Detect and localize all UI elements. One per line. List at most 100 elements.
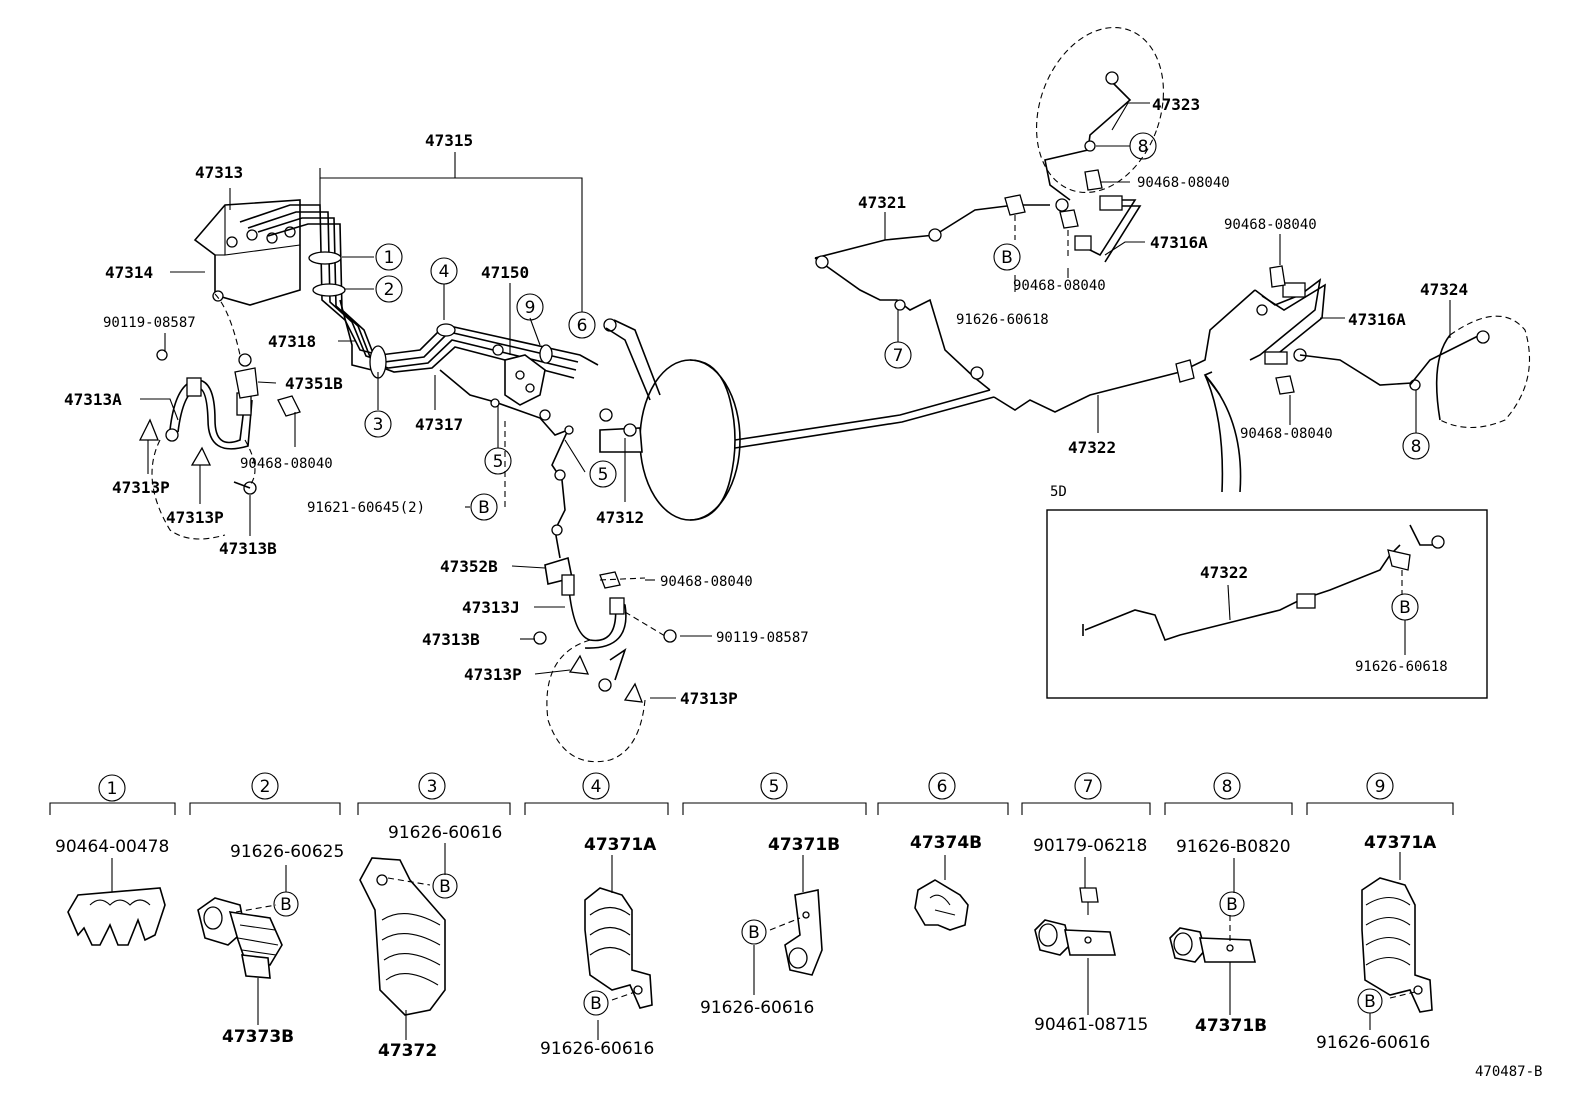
legend-part: 47371B xyxy=(1195,1016,1267,1036)
legend-item-3: 3 91626-60616 B 47372 xyxy=(378,772,502,1061)
legend-part: 91626-60616 xyxy=(700,998,814,1018)
callout-5b: 5 xyxy=(589,460,617,488)
tube-47321 xyxy=(814,194,1050,391)
clamp-47371B-5 xyxy=(769,889,823,976)
part-label: 91626-60618 xyxy=(956,312,1049,328)
legend-part: 91626-60616 xyxy=(388,823,502,843)
legend-brackets xyxy=(49,802,1454,815)
clamp-9 xyxy=(539,344,553,364)
part-label: 47352B xyxy=(440,557,498,576)
part-label: 47315 xyxy=(425,131,473,150)
part-label: 90119-08587 xyxy=(716,630,809,646)
legend-part: 91626-60616 xyxy=(1316,1033,1430,1053)
inset-box xyxy=(1046,509,1488,699)
clamp-90461-08715 xyxy=(1034,887,1116,956)
svg-text:B: B xyxy=(748,923,760,943)
svg-text:B: B xyxy=(280,895,292,915)
part-label: 47314 xyxy=(105,263,153,282)
callout-8b: 8 xyxy=(1402,432,1430,460)
svg-text:2: 2 xyxy=(260,777,271,797)
tube-to-rear-a xyxy=(734,389,991,441)
callout-2: 2 xyxy=(375,275,403,303)
part-label: 90468-08040 xyxy=(240,456,333,472)
proportioning-valve-47150 xyxy=(492,344,551,421)
bolt-callout-a: B xyxy=(470,493,498,521)
legend-item-1: 1 90464-00478 xyxy=(55,774,169,857)
legend-part: 90461-08715 xyxy=(1034,1015,1148,1035)
svg-text:4: 4 xyxy=(439,262,450,282)
diagram-id: 470487-B xyxy=(1475,1064,1542,1080)
svg-text:B: B xyxy=(478,498,490,518)
part-label: 47322 xyxy=(1068,438,1116,457)
bolt-callout-b: B xyxy=(993,243,1021,271)
part-label: 90468-08040 xyxy=(1137,175,1230,191)
legend-part: 47371A xyxy=(1364,833,1437,853)
legend-item-6: 6 47374B xyxy=(910,772,982,853)
callout-3: 3 xyxy=(364,410,392,438)
part-label: 90468-08040 xyxy=(1240,426,1333,442)
svg-text:8: 8 xyxy=(1222,777,1233,797)
legend-item-7: 7 90179-06218 90461-08715 xyxy=(1033,772,1148,1035)
part-label: 47324 xyxy=(1420,280,1468,299)
callout-6: 6 xyxy=(568,311,596,339)
svg-text:8: 8 xyxy=(1138,137,1149,157)
clamp-4 xyxy=(436,323,456,337)
part-label: 47317 xyxy=(415,415,463,434)
part-label: 47322 xyxy=(1200,563,1248,582)
svg-text:7: 7 xyxy=(893,346,904,366)
part-label: 90468-08040 xyxy=(1224,217,1317,233)
svg-text:6: 6 xyxy=(577,316,588,336)
legend-part: 91626-60616 xyxy=(540,1039,654,1059)
clamp-47372 xyxy=(359,857,446,1016)
svg-text:B: B xyxy=(1226,895,1238,915)
svg-text:2: 2 xyxy=(384,280,395,300)
clamp-5-point xyxy=(490,398,500,408)
tube-47317 xyxy=(439,369,569,436)
tube-47322 xyxy=(993,289,1256,493)
svg-text:5: 5 xyxy=(493,452,504,472)
callout-1: 1 xyxy=(375,243,403,271)
legend-part: 91626-60625 xyxy=(230,842,344,862)
leader-lines xyxy=(111,102,1451,1040)
rear-right-hose xyxy=(1249,265,1531,428)
clamp-47373B xyxy=(197,897,283,979)
part-label: 47313P xyxy=(464,665,522,684)
part-label: 47313A xyxy=(64,390,122,409)
svg-text:5: 5 xyxy=(598,465,609,485)
svg-text:9: 9 xyxy=(1375,777,1386,797)
svg-text:1: 1 xyxy=(107,779,118,799)
svg-text:4: 4 xyxy=(591,777,602,797)
svg-text:B: B xyxy=(439,877,451,897)
part-label: 47313J xyxy=(462,598,520,617)
callout-8a: 8 xyxy=(1129,132,1157,160)
part-label: 47316A xyxy=(1150,233,1208,252)
svg-text:9: 9 xyxy=(525,298,536,318)
svg-text:B: B xyxy=(590,994,602,1014)
legend-part: 47371A xyxy=(584,835,657,855)
inset-tube-47322 xyxy=(1082,524,1445,641)
legend-item-9: 9 47371A B 91626-60616 xyxy=(1316,772,1437,1053)
legend-part: 91626-B0820 xyxy=(1176,837,1291,857)
part-label: 47313P xyxy=(112,478,170,497)
part-label: 90468-08040 xyxy=(1013,278,1106,294)
inset-label: 5D xyxy=(1050,484,1067,500)
svg-text:B: B xyxy=(1364,992,1376,1012)
part-label: 47313B xyxy=(422,630,480,649)
legend-item-2: 2 91626-60625 B 47373B xyxy=(222,772,344,1047)
legend-item-8: 8 91626-B0820 B 47371B xyxy=(1176,772,1291,1036)
part-label: 47313 xyxy=(195,163,243,182)
rear-left-hose xyxy=(1014,26,1164,263)
part-label: 47313P xyxy=(166,508,224,527)
part-label: 47313P xyxy=(680,689,738,708)
legend-part: 47374B xyxy=(910,833,982,853)
part-label: 90468-08040 xyxy=(660,574,753,590)
svg-text:3: 3 xyxy=(427,777,438,797)
callout-5: 5 xyxy=(484,447,512,475)
bolt-callout-c: B xyxy=(1391,593,1419,621)
clamp-47371A-9 xyxy=(1361,877,1433,1013)
legend: 1 90464-00478 2 91626-60625 B 47373B 3 9… xyxy=(55,772,1437,1061)
tube-fitting xyxy=(554,469,566,481)
svg-text:5: 5 xyxy=(769,777,780,797)
callout-4: 4 xyxy=(430,257,458,285)
legend-part: 90179-06218 xyxy=(1033,836,1147,856)
